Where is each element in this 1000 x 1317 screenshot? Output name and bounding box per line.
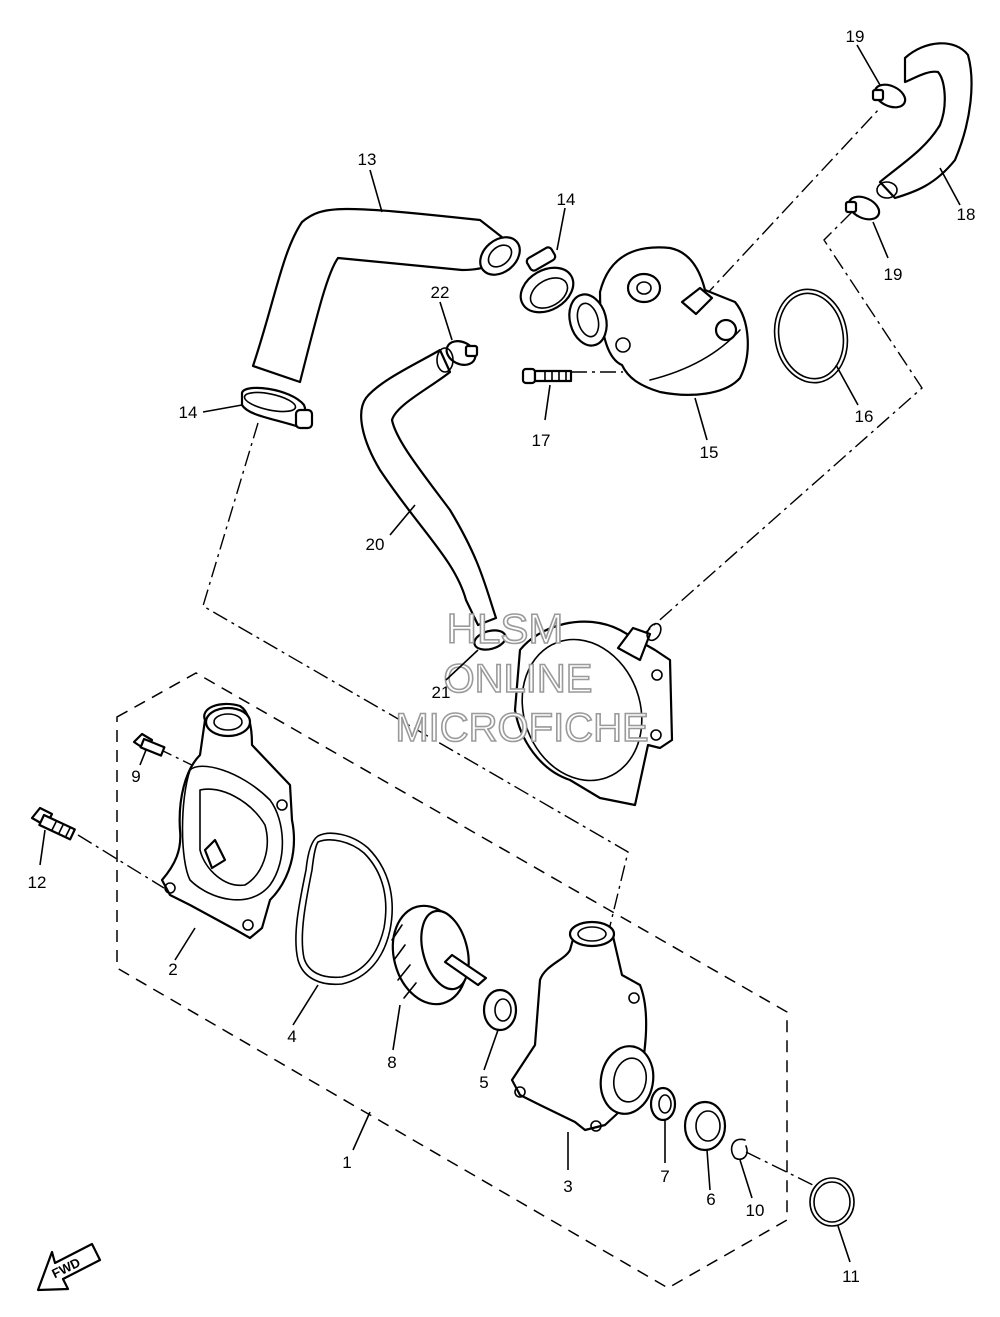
leader-lines: [39, 44, 961, 1263]
callout-18: 18: [957, 205, 976, 224]
callout-14-lower: 14: [179, 403, 198, 422]
bolt-9: [132, 732, 166, 757]
hose-clamp-22: [445, 340, 479, 366]
callout-6: 6: [706, 1190, 715, 1209]
watermark: HLSM ONLINE MICROFICHE: [395, 604, 650, 751]
callout-16: 16: [855, 407, 874, 426]
thermostat-housing-15: [568, 246, 749, 396]
phantom-line-thermostat-hose: [702, 107, 881, 299]
watermark-line2: ONLINE: [444, 657, 593, 701]
callout-17: 17: [532, 431, 551, 450]
callout-10: 10: [746, 1201, 765, 1220]
hose-20: [360, 347, 498, 627]
callout-21: 21: [432, 683, 451, 702]
callout-20: 20: [366, 535, 385, 554]
o-ring-11: [809, 1177, 855, 1227]
o-ring-16: [773, 288, 849, 384]
impeller-8: [391, 904, 488, 1006]
hose-clamp-19-lower: [844, 195, 881, 221]
callout-13: 13: [358, 150, 377, 169]
callout-4: 4: [287, 1027, 296, 1046]
pump-cover-2: [160, 702, 296, 940]
callout-labels: 13 14 14 22 20 17 15 16 19 19 18 21 9 12…: [28, 27, 976, 1286]
hose-18: [876, 42, 973, 200]
seal-7: [649, 1086, 677, 1122]
hose-clamp-14-upper: [519, 246, 575, 314]
callout-11: 11: [842, 1267, 860, 1286]
callout-1: 1: [342, 1153, 351, 1172]
pump-mounting-cover: [513, 620, 674, 807]
phantom-line-oring11: [745, 1151, 816, 1187]
callout-7: 7: [660, 1167, 669, 1186]
watermark-line3: MICROFICHE: [395, 706, 648, 750]
bolt-12: [30, 806, 76, 841]
callout-22: 22: [431, 283, 450, 302]
circlip-10: [730, 1138, 748, 1161]
phantom-line-bolt12: [77, 834, 165, 889]
callout-15: 15: [700, 443, 719, 462]
callout-3: 3: [563, 1177, 572, 1196]
callout-5: 5: [479, 1073, 488, 1092]
oil-seal-5: [482, 988, 518, 1032]
callout-8: 8: [387, 1053, 396, 1072]
hose-13: [251, 207, 521, 384]
gasket-4: [295, 832, 393, 986]
callout-9: 9: [131, 767, 140, 786]
callout-19-upper: 19: [846, 27, 865, 46]
watermark-line1: HLSM: [447, 605, 564, 652]
assembly-boundary-dashed: [116, 672, 788, 1289]
fwd-arrow: FWD: [36, 1242, 102, 1292]
callout-14-upper: 14: [557, 190, 576, 209]
pump-housing-3: [510, 920, 655, 1132]
hose-clamp-14-lower: [240, 386, 314, 430]
callout-2: 2: [168, 960, 177, 979]
bearing-6: [683, 1100, 727, 1152]
phantom-line-hose18: [644, 211, 923, 634]
hose-clamp-19-upper: [871, 83, 907, 109]
bolt-17: [521, 367, 573, 385]
callout-12: 12: [28, 873, 47, 892]
hose-clamp-21: [473, 629, 507, 651]
callout-19-lower: 19: [884, 265, 903, 284]
phantom-line-hose13: [202, 422, 629, 931]
